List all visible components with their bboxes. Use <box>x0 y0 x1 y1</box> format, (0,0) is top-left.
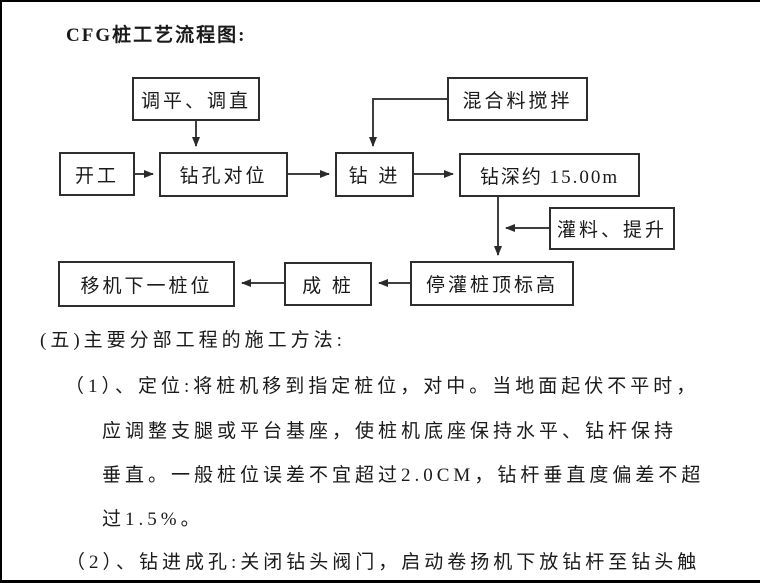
flow-box-drill-depth: 钻深约 15.00m <box>459 153 640 197</box>
flow-box-start-work: 开工 <box>59 152 135 196</box>
flow-box-drilling: 钻 进 <box>335 152 414 197</box>
body-line-item1-line4: 过1.5%。 <box>102 509 204 530</box>
flow-box-mix-material: 混合料搅拌 <box>447 77 588 121</box>
page-title: CFG桩工艺流程图: <box>66 25 247 46</box>
arrow-mix-to-drilling <box>369 98 447 147</box>
flow-box-level-align: 调平、调直 <box>132 77 260 121</box>
flow-box-pile-formed: 成 桩 <box>284 262 372 306</box>
flow-box-move-to-next-pile: 移机下一桩位 <box>58 261 235 307</box>
body-line-item2-line1: （2）、钻进成孔:关闭钻头阀门，启动卷扬机下放钻杆至钻头触 <box>66 552 701 573</box>
body-line-item1-line3: 垂直。一般桩位误差不宜超过2.0CM，钻杆垂直度偏差不超 <box>102 465 705 486</box>
flow-box-stop-fill-pile-top: 停灌桩顶标高 <box>410 261 574 306</box>
body-line-item1-line2: 应调整支腿或平台基座，使桩机底座保持水平、钻杆保持 <box>102 421 678 442</box>
body-line-section-heading: (五)主要分部工程的施工方法: <box>40 330 346 351</box>
body-line-item1-line1: （1）、定位:将桩机移到指定桩位，对中。当地面起伏不平时， <box>65 376 700 397</box>
flow-box-fill-and-lift: 灌料、提升 <box>549 207 675 250</box>
flow-box-drill-hole-align: 钻孔对位 <box>159 152 288 197</box>
